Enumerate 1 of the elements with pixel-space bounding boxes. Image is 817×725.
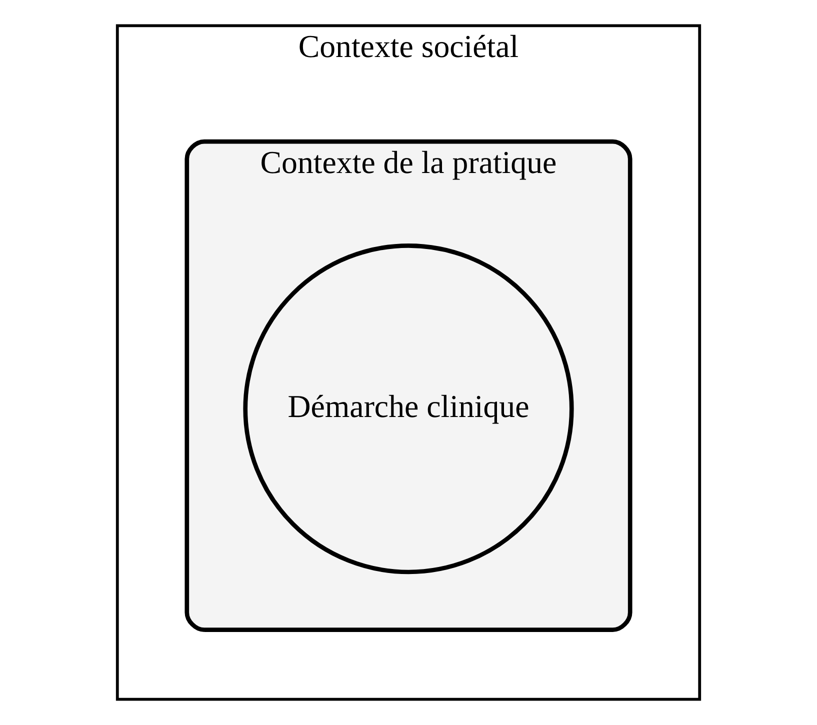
node-circle: Démarche clinique bbox=[243, 244, 574, 574]
